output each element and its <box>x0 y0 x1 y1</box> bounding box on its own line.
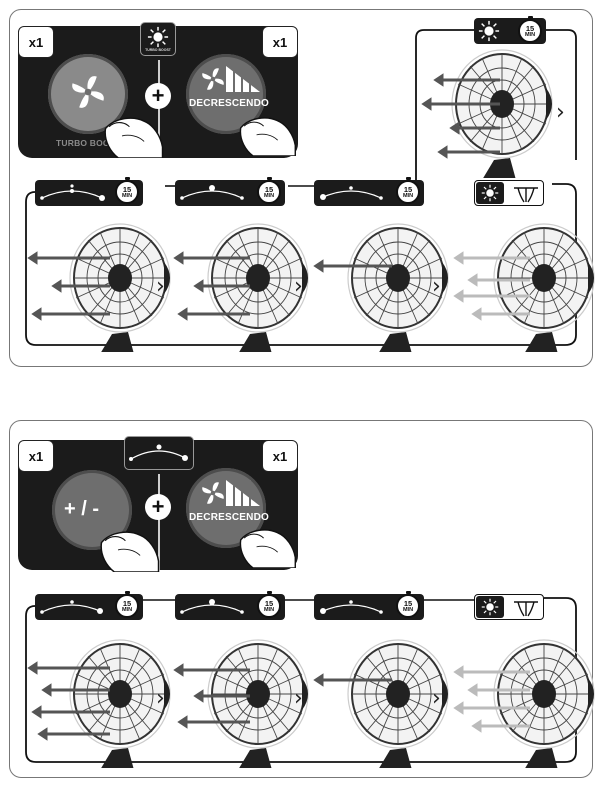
decrescendo-count-badge: x1 <box>262 440 298 472</box>
card-divider <box>158 474 160 570</box>
turbo-boost-button[interactable] <box>48 54 128 134</box>
speed-curve-icon <box>180 185 244 200</box>
oscillation-icon <box>514 601 538 617</box>
decrescendo-button[interactable]: DECRESCENDO <box>186 468 269 548</box>
next-step-chevron: › <box>432 686 441 711</box>
speed-curve-icon <box>320 186 383 200</box>
speed-plus-minus-button[interactable]: + / - <box>52 470 132 550</box>
speed-curve-icon <box>180 599 244 614</box>
decrescendo-bars-icon <box>226 480 260 506</box>
decrescendo-label: DECRESCENDO <box>189 98 269 109</box>
decrescendo-label: DECRESCENDO <box>189 512 269 523</box>
turbo-icon-caption: TURBO BOOST <box>145 48 171 52</box>
decrescendo-button[interactable]: DECRESCENDO <box>186 54 269 134</box>
sleep-icon <box>476 596 504 618</box>
speed-count-badge: x1 <box>18 440 54 472</box>
turbo-mode-icon: TURBO BOOST <box>140 22 176 56</box>
plus-sign: + <box>145 83 171 109</box>
speed-curve-icon <box>40 184 105 201</box>
decrescendo-count-badge: x1 <box>262 26 298 58</box>
next-step-chevron: › <box>556 100 565 125</box>
oscillation-icon <box>514 187 538 203</box>
card-divider <box>158 60 160 158</box>
next-step-chevron: › <box>294 686 303 711</box>
sequence-connector <box>25 29 577 346</box>
next-step-chevron: › <box>432 274 441 299</box>
plus-minus-label: + / - <box>64 498 100 520</box>
next-step-chevron: › <box>294 274 303 299</box>
next-step-chevron: › <box>156 686 165 711</box>
turbo-boost-label: TURBO BOOST <box>56 138 122 148</box>
speed-curve-badge <box>124 436 194 470</box>
sleep-icon <box>476 182 504 204</box>
next-step-chevron: › <box>156 274 165 299</box>
plus-sign: + <box>145 494 171 520</box>
speed-curve-icon <box>320 600 383 614</box>
speed-curve-icon <box>40 600 103 614</box>
airflow-arrows <box>27 73 530 321</box>
turbo-count-badge: x1 <box>18 26 54 58</box>
decrescendo-bars-icon <box>226 66 260 92</box>
